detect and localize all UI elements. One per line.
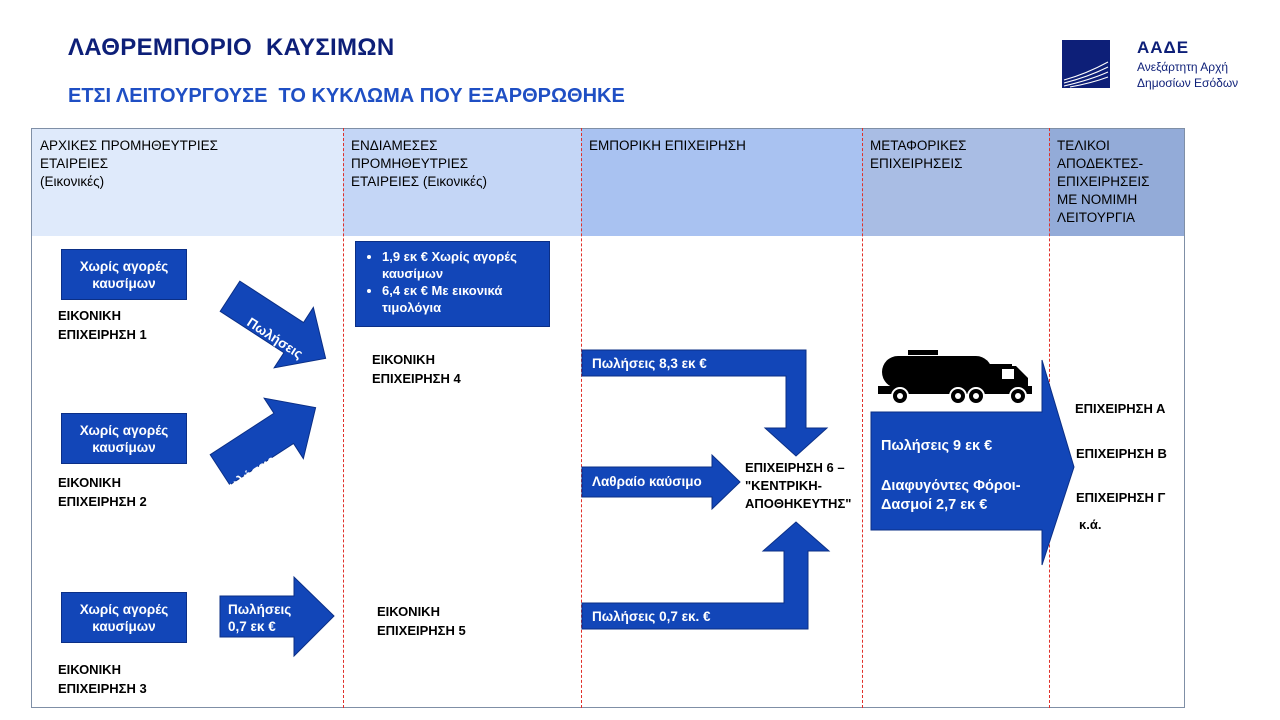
column-header-line: (Εικονικές) xyxy=(40,174,105,189)
arrow-label-line: 0,7 εκ € xyxy=(228,619,276,634)
aade-logo-icon xyxy=(1062,40,1110,88)
company-name-line: ΕΙΚΟΝΙΚΗ xyxy=(372,352,435,367)
column-header-line: ΕΤΑΙΡΕΙΕΣ xyxy=(40,156,109,171)
intermediate-info-box: 1,9 εκ € Χωρίς αγορές καυσίμων 6,4 εκ € … xyxy=(355,241,550,327)
tanker-truck-icon xyxy=(878,350,1032,405)
smuggled-arrow-shape xyxy=(581,453,741,511)
supplier-box-line: Χωρίς αγορές xyxy=(79,422,169,438)
supplier-box-line: Χωρίς αγορές xyxy=(79,258,169,274)
evaded-taxes-label: Διαφυγόντες Φόροι- Δασμοί 2,7 εκ € xyxy=(881,477,1021,515)
evaded-taxes-line: Δασμοί 2,7 εκ € xyxy=(881,497,988,513)
supplier-name-line: ΕΙΚΟΝΙΚΗ xyxy=(58,475,121,490)
column-header-intermediate-suppliers: ΕΝΔΙΑΜΕΣΕΣ ΠΡΟΜΗΘΕΥΤΡΙΕΣ ΕΤΑΙΡΕΙΕΣ (Εικο… xyxy=(343,129,581,236)
supplier-1-status-box: Χωρίς αγορές καυσίμων xyxy=(61,249,187,300)
company-name-line: ΕΠΙΧΕΙΡΗΣΗ 5 xyxy=(377,623,466,638)
sales-arrow-3-shape xyxy=(219,575,335,658)
column-header-line: ΤΕΛΙΚΟΙ xyxy=(1057,138,1110,153)
arrow-label-line: Πωλήσεις xyxy=(228,602,292,617)
column-header-line: ΛΕΙΤΟΥΡΓΙΑ xyxy=(1057,210,1136,225)
supplier-name-line: ΕΠΙΧΕΙΡΗΣΗ 2 xyxy=(58,494,147,509)
recipient-a: ΕΠΙΧΕΙΡΗΣΗ Α xyxy=(1075,401,1166,416)
supplier-3-name: ΕΙΚΟΝΙΚΗ ΕΠΙΧΕΙΡΗΣΗ 3 xyxy=(58,660,147,698)
evaded-taxes-line: Διαφυγόντες Φόροι- xyxy=(881,478,1021,494)
central-company-line: ΑΠΟΘΗΚΕΥΤΗΣ" xyxy=(745,496,852,511)
column-divider xyxy=(343,128,344,708)
column-header-line: ΜΕΤΑΦΟΡΙΚΕΣ xyxy=(870,138,967,153)
supplier-3-status-box: Χωρίς αγορές καυσίμων xyxy=(61,592,187,643)
sales-top-arrow-shape xyxy=(581,349,829,457)
page-title: ΛΑΘΡΕΜΠΟΡΙΟ ΚΑΥΣΙΜΩΝ xyxy=(68,34,395,61)
bullet-line: 6,4 εκ € Με εικονικά xyxy=(382,283,503,298)
smuggled-fuel-label: Λαθραίο καύσιμο xyxy=(592,474,702,489)
central-company-line: ΕΠΙΧΕΙΡΗΣΗ 6 – xyxy=(745,460,845,475)
recipient-others: κ.ά. xyxy=(1079,517,1102,532)
column-header-line: ΑΠΟΔΕΚΤΕΣ- xyxy=(1057,156,1144,171)
logo-tagline-2: Δημοσίων Εσόδων xyxy=(1137,76,1239,90)
column-header-line: ΕΜΠΟΡΙΚΗ ΕΠΙΧΕΙΡΗΣΗ xyxy=(589,138,746,153)
supplier-2-status-box: Χωρίς αγορές καυσίμων xyxy=(61,413,187,464)
column-header-commercial: ΕΜΠΟΡΙΚΗ ΕΠΙΧΕΙΡΗΣΗ xyxy=(581,129,862,236)
bullet-line: καυσίμων xyxy=(382,266,444,281)
central-company-line: "ΚΕΝΤΡΙΚΗ- xyxy=(745,478,822,493)
page-subtitle: ΕΤΣΙ ΛΕΙΤΟΥΡΓΟΥΣΕ ΤΟ ΚΥΚΛΩΜΑ ΠΟΥ ΕΞΑΡΘΡΩ… xyxy=(68,85,625,107)
supplier-box-line: Χωρίς αγορές xyxy=(79,601,169,617)
intermediate-bullet-list: 1,9 εκ € Χωρίς αγορές καυσίμων 6,4 εκ € … xyxy=(366,248,541,316)
bullet-line: τιμολόγια xyxy=(382,300,442,315)
column-header-initial-suppliers: ΑΡΧΙΚΕΣ ΠΡΟΜΗΘΕΥΤΡΙΕΣ ΕΤΑΙΡΕΙΕΣ (Εικονικ… xyxy=(32,129,343,236)
company-name-line: ΕΠΙΧΕΙΡΗΣΗ 4 xyxy=(372,371,461,386)
sales-bottom-arrow-shape xyxy=(581,521,831,630)
arrow-label-line: Πωλήσεις xyxy=(216,452,278,500)
supplier-box-line: καυσίμων xyxy=(92,275,156,291)
sales-bottom-label: Πωλήσεις 0,7 εκ. € xyxy=(592,609,711,624)
transport-sales-label: Πωλήσεις 9 εκ € xyxy=(881,438,993,454)
column-header-line: ΕΤΑΙΡΕΙΕΣ (Εικονικές) xyxy=(351,174,487,189)
transport-arrow-shape xyxy=(870,359,1075,566)
sales-arrow-3-label: Πωλήσεις 0,7 εκ € xyxy=(228,601,291,635)
supplier-box-line: καυσίμων xyxy=(92,618,156,634)
column-header-line: ΠΡΟΜΗΘΕΥΤΡΙΕΣ xyxy=(351,156,469,171)
column-header-line: ΕΠΙΧΕΙΡΗΣΕΙΣ xyxy=(1057,174,1150,189)
bullet-line: 1,9 εκ € Χωρίς αγορές xyxy=(382,249,517,264)
intermediate-company-5: ΕΙΚΟΝΙΚΗ ΕΠΙΧΕΙΡΗΣΗ 5 xyxy=(377,602,466,640)
supplier-1-name: ΕΙΚΟΝΙΚΗ ΕΠΙΧΕΙΡΗΣΗ 1 xyxy=(58,306,147,344)
column-header-line: ΕΝΔΙΑΜΕΣΕΣ xyxy=(351,138,438,153)
logo-tagline-1: Ανεξάρτητη Αρχή xyxy=(1137,60,1229,74)
column-header-transport: ΜΕΤΑΦΟΡΙΚΕΣ ΕΠΙΧΕΙΡΗΣΕΙΣ xyxy=(862,129,1049,236)
bullet-item-fake-invoices: 6,4 εκ € Με εικονικά τιμολόγια xyxy=(382,282,541,316)
sales-arrow-2-shape xyxy=(209,397,317,486)
column-header-final-recipients: ΤΕΛΙΚΟΙ ΑΠΟΔΕΚΤΕΣ- ΕΠΙΧΕΙΡΗΣΕΙΣ ΜΕ ΝΟΜΙΜ… xyxy=(1049,129,1184,236)
bullet-item-no-purchases: 1,9 εκ € Χωρίς αγορές καυσίμων xyxy=(382,248,541,282)
company-name-line: ΕΙΚΟΝΙΚΗ xyxy=(377,604,440,619)
recipient-b: ΕΠΙΧΕΙΡΗΣΗ Β xyxy=(1076,446,1167,461)
supplier-name-line: ΕΠΙΧΕΙΡΗΣΗ 1 xyxy=(58,327,147,342)
supplier-name-line: ΕΠΙΧΕΙΡΗΣΗ 3 xyxy=(58,681,147,696)
intermediate-company-4: ΕΙΚΟΝΙΚΗ ΕΠΙΧΕΙΡΗΣΗ 4 xyxy=(372,350,461,388)
column-divider xyxy=(581,128,582,708)
supplier-2-name: ΕΙΚΟΝΙΚΗ ΕΠΙΧΕΙΡΗΣΗ 2 xyxy=(58,473,147,511)
column-divider xyxy=(862,128,863,708)
arrow-label-line: Πωλήσεις xyxy=(244,314,306,362)
column-header-line: ΑΡΧΙΚΕΣ ΠΡΟΜΗΘΕΥΤΡΙΕΣ xyxy=(40,138,218,153)
supplier-name-line: ΕΙΚΟΝΙΚΗ xyxy=(58,308,121,323)
supplier-name-line: ΕΙΚΟΝΙΚΗ xyxy=(58,662,121,677)
sales-arrow-1-shape xyxy=(219,280,327,369)
central-storage-company: ΕΠΙΧΕΙΡΗΣΗ 6 – "ΚΕΝΤΡΙΚΗ- ΑΠΟΘΗΚΕΥΤΗΣ" xyxy=(745,459,851,513)
column-header-line: ΕΠΙΧΕΙΡΗΣΕΙΣ xyxy=(870,156,963,171)
supplier-box-line: καυσίμων xyxy=(92,439,156,455)
recipient-c: ΕΠΙΧΕΙΡΗΣΗ Γ xyxy=(1076,490,1166,505)
column-header-line: ΜΕ ΝΟΜΙΜΗ xyxy=(1057,192,1138,207)
diagram-frame xyxy=(31,128,1185,708)
sales-top-label: Πωλήσεις 8,3 εκ € xyxy=(592,356,707,371)
logo-name: ΑΑΔΕ xyxy=(1137,38,1190,57)
